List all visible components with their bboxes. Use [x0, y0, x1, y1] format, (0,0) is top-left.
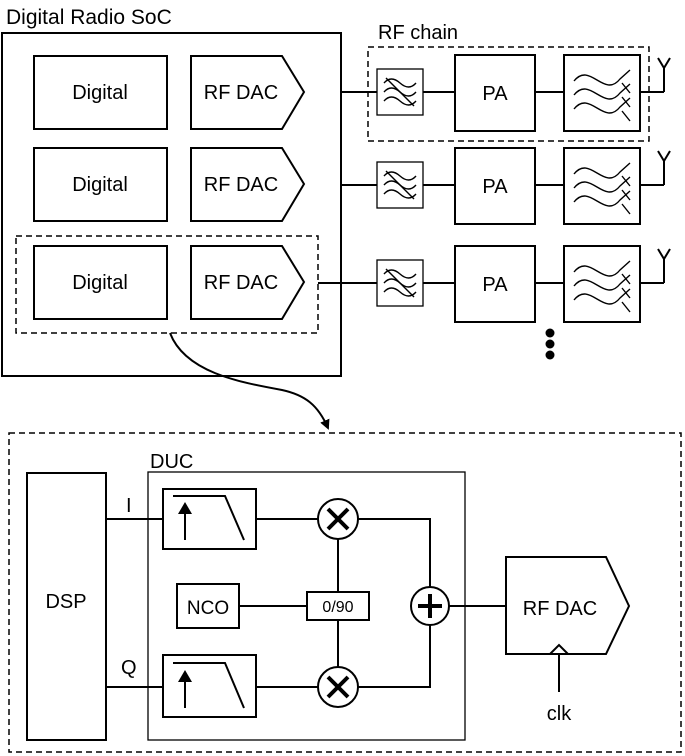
bandpass-filter-2-icon	[376, 161, 424, 209]
output-rf-dac-block	[505, 556, 631, 655]
nco-block	[176, 583, 240, 629]
nco-label: NCO	[187, 598, 229, 619]
pa-label-2: PA	[482, 176, 508, 198]
pa-block-1	[454, 54, 536, 132]
rf-dac-block-1	[190, 55, 306, 130]
digital-label-3: Digital	[72, 272, 128, 294]
rf-chain-dashed-box	[367, 46, 650, 142]
output-filter-2-icon	[563, 147, 641, 225]
more-chains-ellipsis-icon	[545, 328, 555, 360]
digital-label-2: Digital	[72, 174, 128, 196]
phase-splitter-block	[306, 591, 370, 621]
i-label: I	[126, 495, 132, 517]
detail-dashed-frame	[8, 432, 682, 753]
antenna-2-icon	[657, 150, 671, 186]
mixer-i-to-sum-wire	[358, 518, 431, 587]
digital-label-1: Digital	[72, 82, 128, 104]
output-filter-1-icon	[563, 54, 641, 132]
zoom-arrow-icon	[169, 332, 330, 430]
antenna-3-icon	[657, 248, 671, 284]
rf-dac-label-3: RF DAC	[204, 272, 278, 294]
clock-input-marker-icon	[549, 643, 569, 655]
pa-block-2	[454, 147, 536, 225]
rf-dac-block-2	[190, 147, 306, 222]
output-filter-3-icon	[563, 245, 641, 323]
mixer-q-to-sum-wire	[358, 625, 431, 688]
phase-splitter-label: 0/90	[322, 599, 353, 616]
rf-chain-title: RF chain	[378, 22, 458, 44]
mixer-q-icon	[317, 666, 359, 708]
output-rf-dac-label: RF DAC	[523, 598, 597, 620]
antenna-1-icon	[657, 57, 671, 93]
bandpass-filter-1-icon	[376, 68, 424, 116]
digital-block-3	[33, 245, 168, 320]
summer-icon	[410, 586, 450, 626]
pa-label-1: PA	[482, 83, 508, 105]
digital-block-2	[33, 147, 168, 222]
highlight-dashed-box	[15, 235, 319, 334]
rf-dac-label-1: RF DAC	[204, 82, 278, 104]
q-label: Q	[121, 657, 137, 679]
soc-title: Digital Radio SoC	[6, 6, 172, 29]
rf-dac-block-3	[190, 245, 306, 320]
rf-dac-label-2: RF DAC	[204, 174, 278, 196]
upsample-filter-q-icon	[162, 654, 257, 718]
mixer-i-icon	[317, 498, 359, 540]
clk-label: clk	[547, 703, 572, 725]
dsp-block	[26, 472, 107, 741]
digital-block-1	[33, 55, 168, 130]
dsp-label: DSP	[45, 591, 86, 613]
pa-label-3: PA	[482, 274, 508, 296]
duc-title: DUC	[150, 451, 193, 473]
bandpass-filter-3-icon	[376, 259, 424, 307]
upsample-filter-i-icon	[162, 488, 257, 550]
